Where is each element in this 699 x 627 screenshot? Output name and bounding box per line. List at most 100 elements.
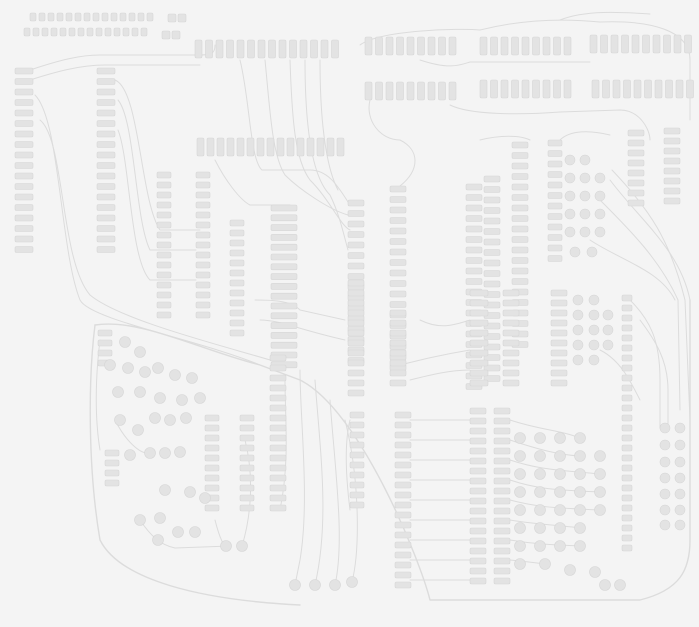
header-pad	[532, 36, 540, 56]
ic-pin-pad	[96, 235, 116, 243]
ic-pin-pad	[394, 501, 412, 509]
ic-pin-pad	[483, 186, 501, 193]
ic-pin-pad	[270, 234, 298, 241]
ic-pin-pad	[621, 334, 633, 342]
round-pad	[539, 558, 551, 570]
header-pad	[521, 36, 530, 56]
round-pad	[579, 154, 591, 166]
ic-pin-pad	[469, 289, 489, 297]
board-outline	[89, 324, 301, 606]
ic-pin-pad	[550, 289, 568, 297]
round-pad	[514, 558, 526, 570]
ic-pin-pad	[389, 369, 407, 377]
ic-pin-pad	[104, 459, 120, 467]
ic-pin-pad	[550, 339, 568, 347]
ic-pin-pad	[550, 369, 568, 377]
ic-pin-pad	[502, 299, 520, 307]
ic-pin-pad	[269, 464, 287, 472]
trace	[629, 299, 661, 429]
ic-pin-pad	[663, 137, 681, 145]
header-pad	[532, 79, 540, 99]
ic-pin-pad	[269, 404, 287, 412]
round-pad	[534, 432, 546, 444]
ic-pin-pad	[394, 551, 412, 559]
header-pad	[364, 81, 373, 101]
round-pad	[309, 579, 321, 591]
ic-pin-pad	[14, 67, 34, 75]
ic-pin-pad	[394, 411, 412, 419]
round-pad	[574, 504, 586, 516]
header-pad	[299, 39, 308, 59]
ic-pin-pad	[394, 441, 412, 449]
ic-pin-pad	[14, 78, 34, 85]
ic-pin-pad	[469, 477, 487, 485]
ic-pin-pad	[229, 269, 245, 277]
ic-pin-pad	[349, 461, 365, 469]
header-pad	[194, 39, 203, 59]
ic-pin-pad	[14, 130, 34, 138]
pad	[171, 30, 181, 40]
ic-pin-pad	[96, 109, 116, 117]
round-pad	[572, 309, 584, 321]
ic-pin-pad	[389, 319, 407, 327]
ic-pin-pad	[195, 261, 211, 269]
ic-pin-pad	[195, 291, 211, 299]
ic-pin-pad	[96, 67, 116, 75]
ic-pin-pad	[493, 437, 511, 445]
header-pad	[385, 81, 394, 101]
trace	[359, 19, 691, 121]
ic-pin-pad	[663, 177, 681, 185]
ic-pin-pad	[270, 204, 298, 212]
ic-pin-pad	[469, 299, 489, 307]
header-pad	[23, 27, 31, 37]
ic-pin-pad	[239, 444, 255, 452]
pad-layer	[14, 12, 694, 591]
ic-pin-pad	[469, 329, 489, 337]
trace	[95, 339, 101, 451]
ic-pin-pad	[493, 537, 511, 545]
ic-pin-pad	[389, 238, 407, 245]
header-pad	[511, 79, 519, 99]
ic-pin-pad	[96, 130, 116, 138]
round-pad	[154, 512, 166, 524]
ic-pin-pad	[469, 507, 487, 515]
round-pad	[674, 456, 686, 468]
header-pad	[276, 137, 285, 157]
ic-pin-pad	[621, 534, 633, 542]
ic-pin-pad	[239, 474, 255, 482]
round-pad	[579, 226, 591, 238]
ic-pin-pad	[270, 263, 298, 271]
ic-pin-pad	[547, 244, 563, 252]
header-pad	[417, 36, 425, 56]
header-pad	[385, 36, 394, 56]
round-pad	[594, 504, 606, 516]
ic-pin-pad	[511, 162, 529, 170]
pad	[167, 13, 177, 23]
ic-pin-pad	[547, 160, 563, 168]
trace	[509, 459, 601, 475]
ic-pin-pad	[389, 248, 407, 256]
round-pad	[514, 522, 526, 534]
trace	[345, 419, 351, 511]
header-pad	[206, 137, 215, 157]
header-pad	[500, 36, 509, 56]
ic-pin-pad	[269, 384, 287, 392]
trace	[609, 179, 691, 301]
ic-pin-pad	[502, 329, 520, 337]
ic-pin-pad	[621, 504, 633, 512]
ic-pin-pad	[156, 291, 172, 299]
ic-pin-pad	[347, 220, 365, 228]
ic-pin-pad	[14, 109, 34, 117]
ic-pin-pad	[347, 199, 365, 207]
round-pad	[514, 432, 526, 444]
round-pad	[674, 472, 686, 484]
ic-pin-pad	[270, 273, 298, 280]
round-pad	[614, 579, 626, 591]
ic-pin-pad	[270, 341, 298, 349]
ic-pin-pad	[511, 225, 529, 233]
header-pad	[215, 39, 224, 59]
ic-pin-pad	[239, 464, 255, 472]
round-pad	[154, 392, 166, 404]
pad	[161, 30, 171, 40]
ic-pin-pad	[156, 261, 172, 269]
